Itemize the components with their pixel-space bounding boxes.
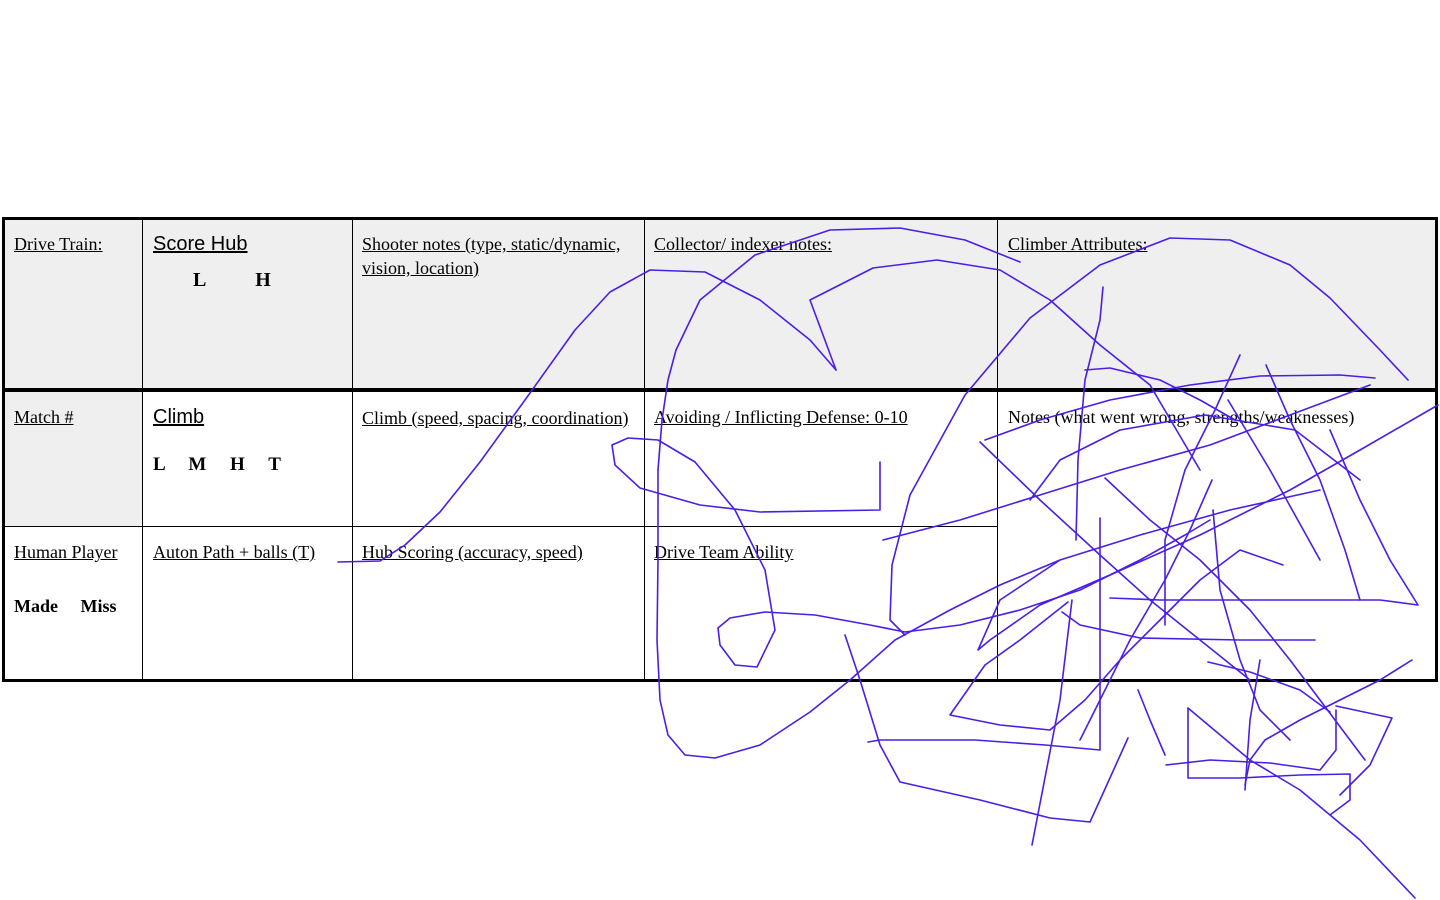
column-divider <box>142 217 143 682</box>
climb-label: Climb <box>153 406 205 428</box>
climber-attributes-label: Climber Attributes: <box>1008 234 1148 254</box>
ink-stroke <box>1165 709 1337 771</box>
table-border-left <box>2 217 5 682</box>
cell-score-hub: Score Hub L H <box>143 220 352 389</box>
cell-climb-notes: Climb (speed, spacing, coordination) <box>352 393 644 526</box>
ink-stroke <box>1137 689 1166 756</box>
score-hub-label: Score Hub <box>153 233 248 255</box>
ink-stroke <box>1031 599 1073 846</box>
ink-stroke <box>1187 707 1351 816</box>
defense-label: Avoiding / Inflicting Defense: 0-10 <box>654 407 908 427</box>
climb-options: L M H T <box>153 454 281 475</box>
cell-notes: Notes (what went wrong, strengths/weakne… <box>998 393 1436 526</box>
match-number-label: Match # <box>14 407 74 427</box>
cell-climber-attributes: Climber Attributes: <box>998 220 1436 389</box>
drive-train-label: Drive Train: <box>14 234 103 254</box>
ink-stroke <box>1061 611 1316 641</box>
cell-match-number: Match # <box>4 393 143 526</box>
auton-path-label: Auton Path + balls (T) <box>153 542 316 562</box>
climb-notes-label: Climb (speed, spacing, coordination) <box>362 408 629 428</box>
cell-collector-notes: Collector/ indexer notes: <box>644 220 998 389</box>
table-border-right <box>1435 217 1438 682</box>
human-player-options: Made Miss <box>14 596 117 616</box>
row-divider <box>2 526 998 527</box>
column-divider <box>352 217 353 682</box>
human-player-label: Human Player <box>14 542 118 562</box>
cell-shooter-notes: Shooter notes (type, static/dynamic, vis… <box>352 220 644 389</box>
cell-drive-team: Drive Team Ability <box>644 528 998 680</box>
shooter-notes-label: Shooter notes (type, static/dynamic, vis… <box>362 234 621 278</box>
cell-drive-train: Drive Train: <box>4 220 143 389</box>
row2-left-background <box>4 391 143 526</box>
table-border-bottom <box>2 679 1438 682</box>
column-divider <box>644 217 645 682</box>
ink-stroke <box>1212 509 1291 741</box>
collector-notes-label: Collector/ indexer notes: <box>654 234 832 254</box>
ink-stroke <box>1187 707 1416 899</box>
table-border-top <box>2 217 1438 220</box>
ink-stroke <box>1335 705 1393 796</box>
drive-team-label: Drive Team Ability <box>654 542 794 562</box>
cell-hub-scoring: Hub Scoring (accuracy, speed) <box>352 528 644 680</box>
column-divider <box>997 217 998 682</box>
cell-human-player: Human Player Made Miss <box>4 528 143 680</box>
score-hub-options: L H <box>193 269 271 291</box>
notes-label: Notes (what went wrong, strengths/weakne… <box>1008 407 1355 427</box>
cell-auton-path: Auton Path + balls (T) <box>143 528 352 680</box>
ink-stroke <box>949 549 1284 731</box>
hub-scoring-label: Hub Scoring (accuracy, speed) <box>362 542 583 562</box>
cell-climb: Climb L M H T <box>143 393 352 526</box>
row-divider-thick <box>2 388 1438 392</box>
ink-stroke <box>1207 661 1331 713</box>
cell-defense: Avoiding / Inflicting Defense: 0-10 <box>644 393 998 526</box>
